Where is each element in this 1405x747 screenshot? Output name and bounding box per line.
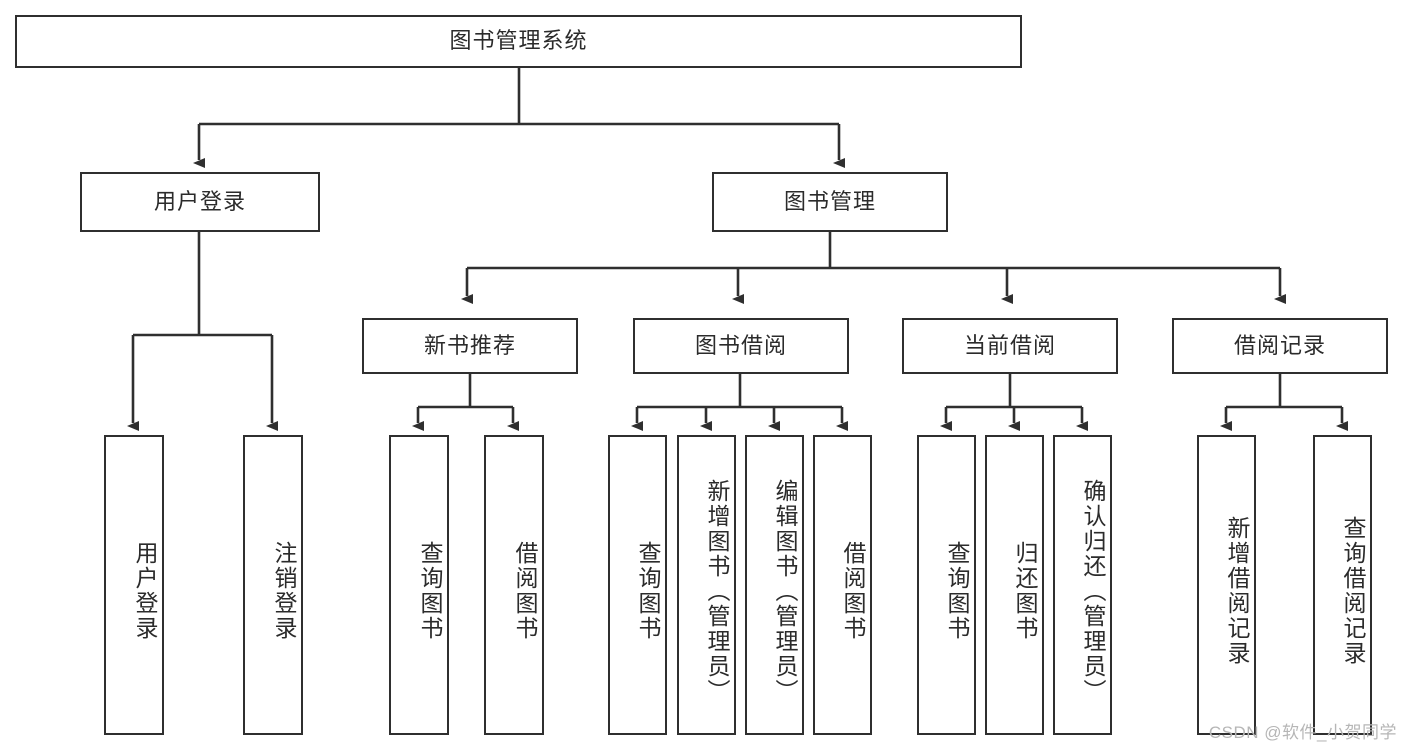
node-leaf-add-book-label: 新增图书（管理员）: [704, 478, 730, 704]
node-leaf-add-book[interactable]: 新增图书（管理员）: [677, 435, 736, 735]
node-leaf-query-book-a[interactable]: 查询图书: [389, 435, 449, 735]
node-leaf-user-login-label: 用户登录: [132, 541, 158, 641]
node-leaf-logout-label: 注销登录: [271, 541, 297, 641]
node-borrow-record-label: 借阅记录: [1233, 332, 1326, 358]
node-root-label: 图书管理系统: [449, 28, 588, 54]
node-leaf-add-record-label: 新增借阅记录: [1224, 516, 1250, 666]
node-leaf-user-login[interactable]: 用户登录: [104, 435, 164, 735]
csdn-watermark: CSDN @软件_小贺同学: [1208, 723, 1397, 742]
node-leaf-confirm-return-label: 确认归还（管理员）: [1080, 478, 1106, 704]
node-leaf-edit-book[interactable]: 编辑图书（管理员）: [745, 435, 804, 735]
node-user-login-label: 用户登录: [153, 188, 246, 214]
node-leaf-query-book-c[interactable]: 查询图书: [917, 435, 976, 735]
node-root[interactable]: 图书管理系统: [15, 15, 1022, 68]
node-leaf-query-book-b[interactable]: 查询图书: [608, 435, 667, 735]
node-user-login[interactable]: 用户登录: [80, 172, 320, 232]
node-leaf-edit-book-label: 编辑图书（管理员）: [772, 478, 798, 704]
node-leaf-query-record-label: 查询借阅记录: [1340, 516, 1366, 666]
node-current-borrow-label: 当前借阅: [963, 332, 1056, 358]
node-borrow-record[interactable]: 借阅记录: [1172, 318, 1388, 374]
node-book-borrow[interactable]: 图书借阅: [633, 318, 849, 374]
node-current-borrow[interactable]: 当前借阅: [902, 318, 1118, 374]
node-leaf-borrow-book-b[interactable]: 借阅图书: [813, 435, 872, 735]
node-new-book-rec[interactable]: 新书推荐: [362, 318, 578, 374]
node-leaf-confirm-return[interactable]: 确认归还（管理员）: [1053, 435, 1112, 735]
node-leaf-borrow-book-a[interactable]: 借阅图书: [484, 435, 544, 735]
node-book-manage[interactable]: 图书管理: [712, 172, 948, 232]
node-book-manage-label: 图书管理: [783, 188, 876, 214]
node-leaf-logout[interactable]: 注销登录: [243, 435, 303, 735]
node-leaf-return-book[interactable]: 归还图书: [985, 435, 1044, 735]
node-new-book-rec-label: 新书推荐: [423, 332, 516, 358]
node-leaf-return-book-label: 归还图书: [1012, 541, 1038, 641]
node-leaf-borrow-book-b-label: 借阅图书: [840, 541, 866, 641]
node-leaf-query-book-a-label: 查询图书: [417, 541, 443, 641]
node-leaf-add-record[interactable]: 新增借阅记录: [1197, 435, 1256, 735]
node-leaf-query-book-b-label: 查询图书: [635, 541, 661, 641]
node-leaf-borrow-book-a-label: 借阅图书: [512, 541, 538, 641]
node-leaf-query-book-c-label: 查询图书: [944, 541, 970, 641]
node-leaf-query-record[interactable]: 查询借阅记录: [1313, 435, 1372, 735]
node-book-borrow-label: 图书借阅: [694, 332, 787, 358]
